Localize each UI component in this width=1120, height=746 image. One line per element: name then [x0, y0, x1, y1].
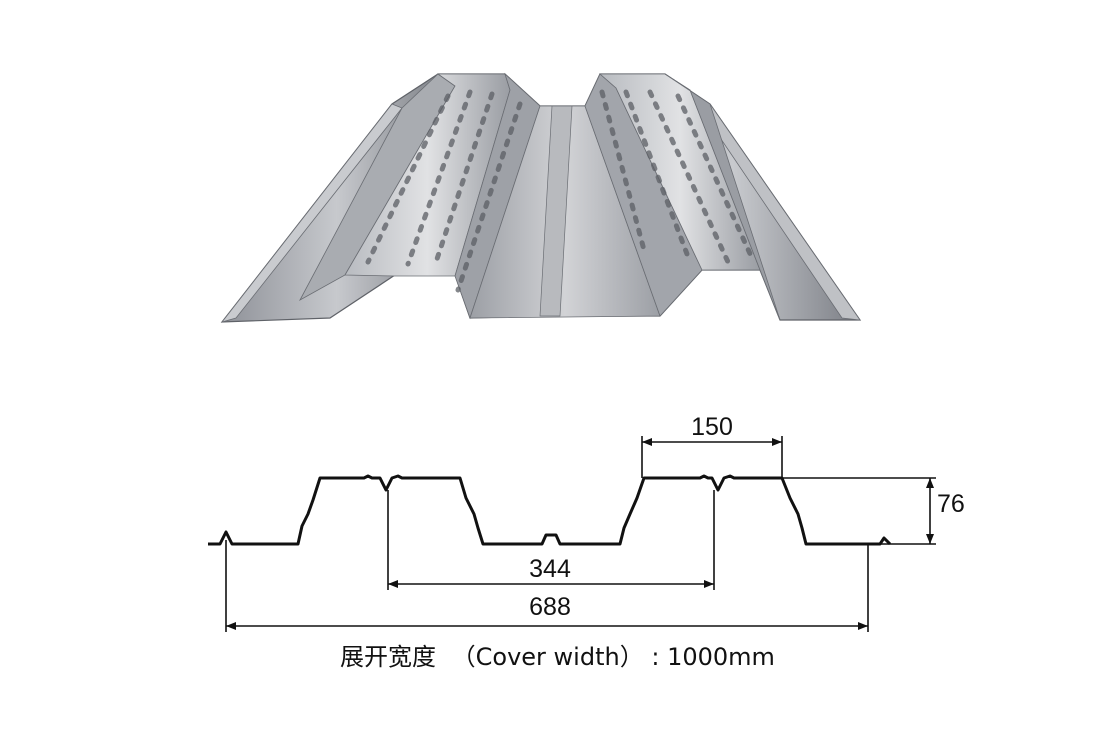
profile-section: 150 76 344 688 — [208, 413, 965, 632]
valley-stiffener — [539, 105, 573, 317]
right-rib-embossments-a — [599, 89, 647, 253]
left-rib-embossments-c — [433, 91, 495, 265]
left-rib-embossments-b — [405, 89, 473, 267]
dim-label-688: 688 — [529, 593, 571, 621]
cover-width-caption: 展开宽度 （Cover width） : 1000mm — [340, 643, 775, 671]
deck-sheet-illustration — [220, 72, 862, 323]
right-rib-outer-face — [664, 73, 781, 321]
embossment-pattern — [365, 89, 755, 293]
right-rib-embossments-b — [623, 89, 693, 265]
extension-lines — [225, 436, 936, 632]
dim-label-150: 150 — [691, 413, 733, 441]
left-rib-inner-face — [454, 72, 541, 320]
caption-english: （Cover width） — [452, 643, 644, 671]
dim-label-344: 344 — [529, 555, 571, 583]
profile-line — [208, 474, 892, 546]
dimension-lines — [226, 438, 934, 630]
caption-value: 1000mm — [667, 643, 775, 671]
dim-label-76: 76 — [937, 490, 965, 518]
caption-chinese: 展开宽度 — [340, 643, 436, 671]
right-rib-embossments-c — [647, 89, 731, 265]
right-rib-embossments-d — [675, 93, 755, 261]
caption-separator: : — [651, 643, 659, 671]
left-rib-embossments-a — [365, 93, 451, 265]
